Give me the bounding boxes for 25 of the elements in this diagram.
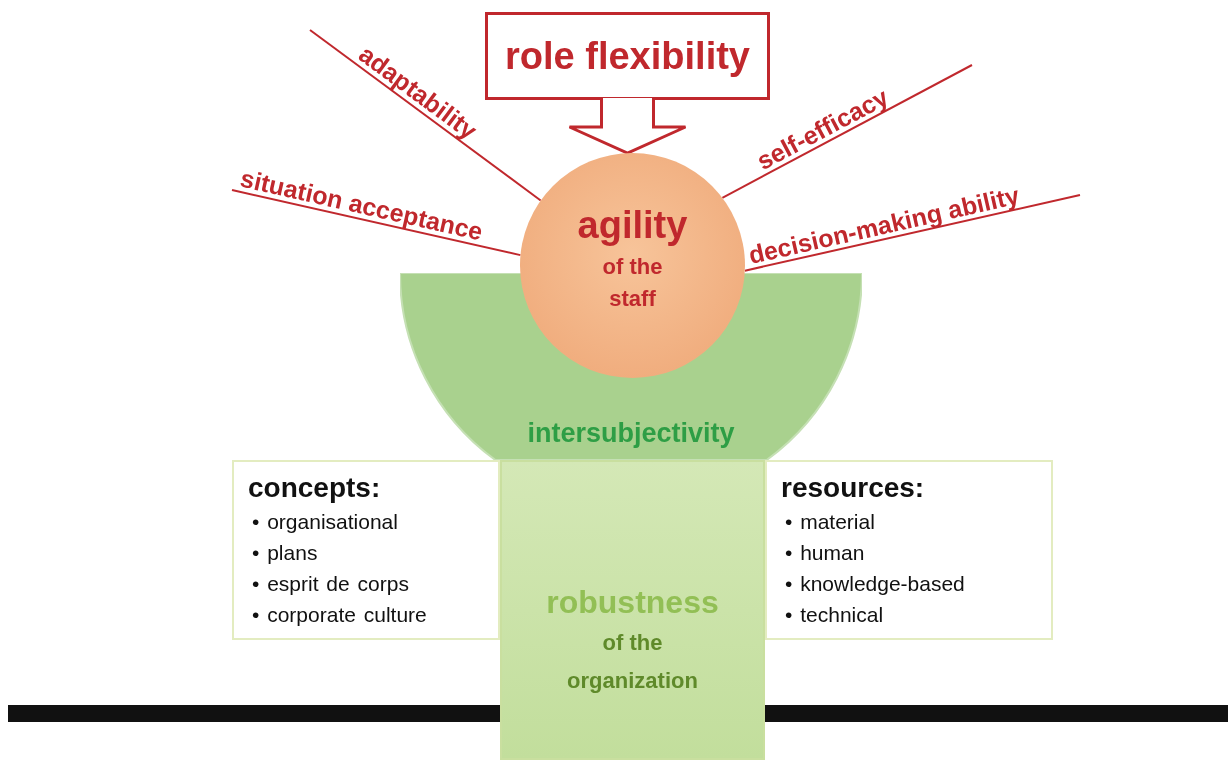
- ray-line: [309, 29, 542, 202]
- circle-title: agility: [576, 203, 689, 247]
- panel-heading: resources:: [781, 472, 925, 504]
- panel-heading: concepts:: [248, 472, 381, 504]
- callout-title: role flexibility: [505, 34, 750, 78]
- edge-label: situation acceptance: [237, 164, 486, 246]
- list-item: • human: [785, 540, 866, 566]
- circle-subtitle: of the staff: [601, 253, 664, 313]
- ray-line: [231, 189, 522, 257]
- pillar-title: robustness: [545, 583, 720, 622]
- info-panel: [765, 460, 1053, 640]
- bowl-label: intersubjectivity: [527, 418, 735, 449]
- list-item: • technical: [785, 602, 885, 628]
- info-panel: [232, 460, 500, 640]
- pillar-subtitle: of the organization: [566, 629, 699, 695]
- list-item: • material: [785, 509, 876, 535]
- list-item: • corporate culture: [252, 602, 428, 628]
- list-item: • knowledge-based: [785, 571, 966, 597]
- pillar: [500, 460, 765, 760]
- ray-line: [743, 194, 1081, 272]
- list-item: • esprit de corps: [252, 571, 410, 597]
- list-item: • plans: [252, 540, 319, 566]
- block-arrow: [568, 96, 687, 155]
- ray-line: [721, 64, 973, 199]
- list-item: • organisational: [252, 509, 399, 535]
